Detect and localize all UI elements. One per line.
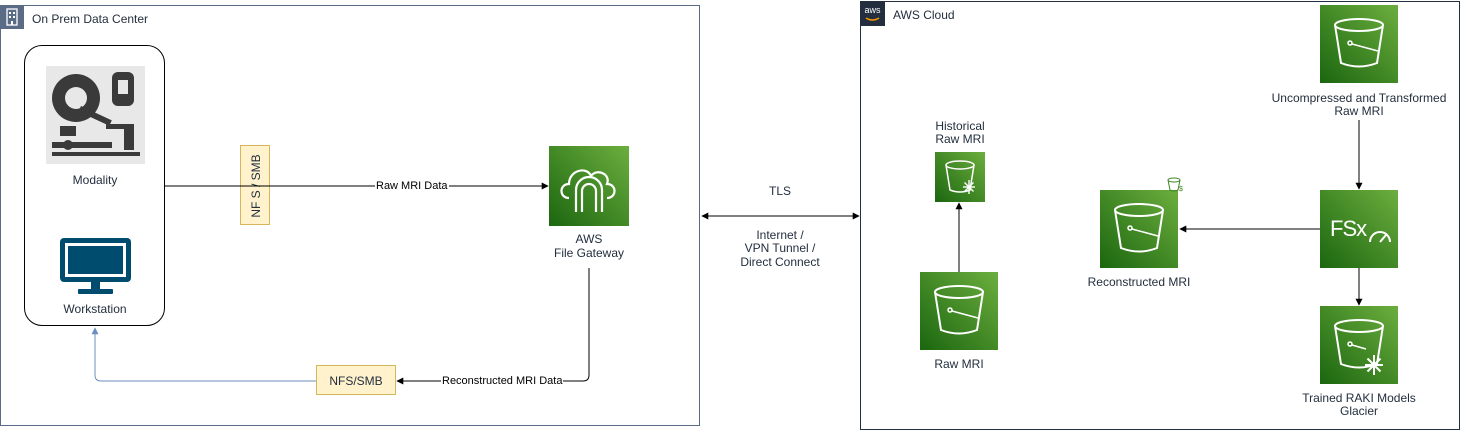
reconstructed-mri-bucket-icon[interactable] <box>1100 190 1178 268</box>
uncompressed-label-1: Uncompressed and Transformed <box>1271 91 1447 105</box>
gateway-label-1: AWS <box>575 232 603 246</box>
raw-mri-data-label: Raw MRI Data <box>375 180 449 193</box>
monitor-icon <box>58 236 133 296</box>
trained-glacier-icon[interactable] <box>1320 306 1398 384</box>
trained-label-2: Glacier <box>1339 404 1378 418</box>
connection-label-3: Direct Connect <box>740 255 820 269</box>
raw-mri-label: Raw MRI <box>934 357 984 371</box>
svg-text:$: $ <box>1179 186 1183 193</box>
glacier-snowflake-icon <box>1365 355 1383 375</box>
fsx-logo-text: FSx <box>1330 216 1367 241</box>
uncompressed-bucket-icon[interactable] <box>1320 5 1398 83</box>
file-gateway-icon[interactable] <box>549 146 629 226</box>
tls-label: TLS <box>768 184 791 198</box>
nfs-smb-vertical-label: NF S / SMB <box>249 154 263 218</box>
on-prem-title: On Prem Data Center <box>32 12 149 26</box>
historical-label-2: Raw MRI <box>935 132 985 146</box>
aws-cloud-group <box>860 1 1460 430</box>
connection-label-2: VPN Tunnel / <box>744 241 816 255</box>
nfs-smb-box: NFS/SMB <box>316 365 396 395</box>
historical-glacier-icon[interactable] <box>935 152 985 202</box>
nfs-smb-vertical-box: NF S / SMB <box>240 145 270 225</box>
connection-label-1: Internet / <box>756 228 804 242</box>
reconstructed-label: Reconstructed MRI <box>1087 275 1191 289</box>
mri-scanner-icon <box>46 66 145 164</box>
small-bucket-icon: $ <box>1167 177 1183 193</box>
building-icon <box>0 5 24 29</box>
fsx-icon[interactable]: FSx <box>1320 190 1398 268</box>
glacier-snowflake-icon <box>963 180 975 194</box>
trained-label-1: Trained RAKI Models <box>1302 391 1416 405</box>
raw-mri-bucket-icon[interactable] <box>920 272 998 350</box>
workstation-label: Workstation <box>63 302 127 316</box>
historical-label-1: Historical <box>935 119 985 133</box>
gateway-label-2: File Gateway <box>553 246 625 260</box>
aws-cloud-title: AWS Cloud <box>893 8 955 22</box>
aws-logo-icon: aws <box>860 1 885 26</box>
aws-logo-text: aws <box>864 5 881 15</box>
modality-label: Modality <box>72 173 118 187</box>
reconstructed-mri-data-label: Reconstructed MRI Data <box>441 375 564 388</box>
on-prem-group <box>0 5 700 426</box>
uncompressed-label-2: Raw MRI <box>1334 104 1384 118</box>
nfs-smb-label: NFS/SMB <box>329 374 383 388</box>
